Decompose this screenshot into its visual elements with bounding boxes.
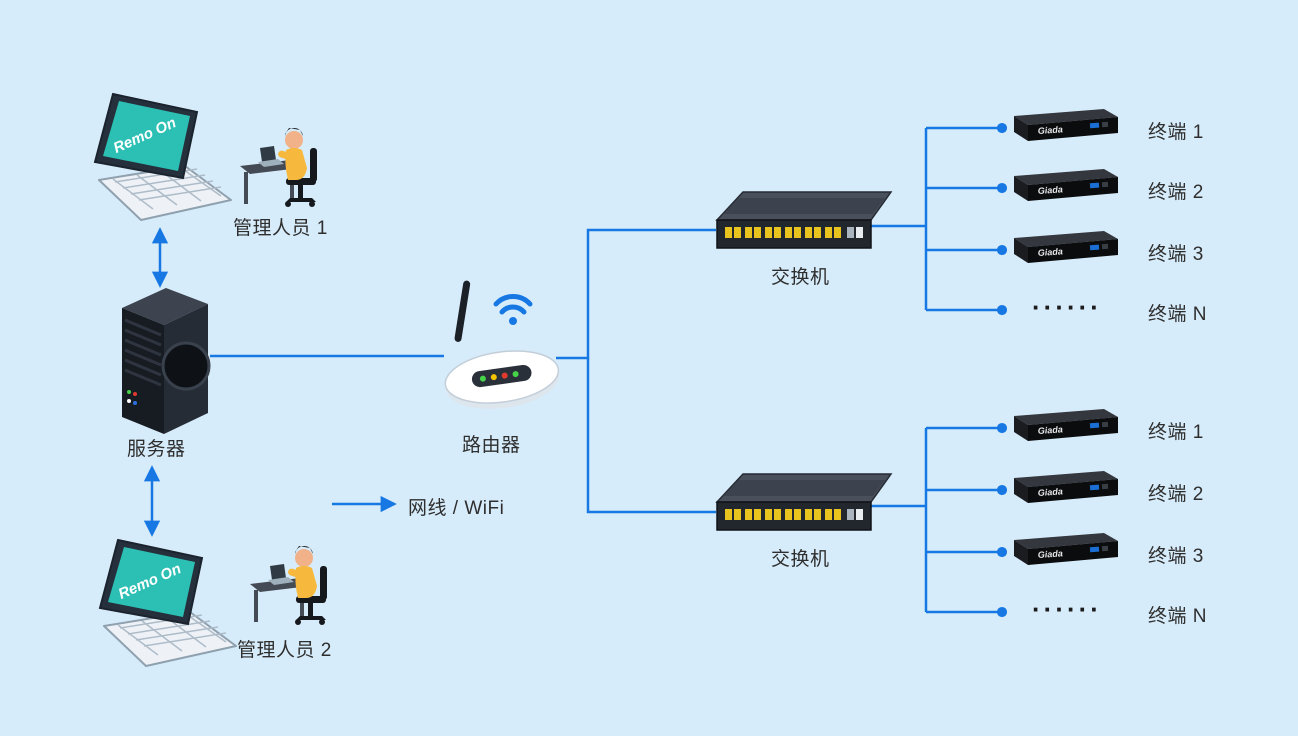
link-router-switch1	[556, 228, 716, 360]
label-terminal: 终端 1	[1148, 122, 1204, 143]
label-legend: 网线 / WiFi	[408, 498, 505, 519]
terminal-device-icon: Giada	[1002, 530, 1122, 570]
label-admin1: 管理人员 1	[233, 218, 328, 239]
router-icon	[440, 278, 575, 428]
label-router: 路由器	[462, 435, 521, 456]
label-switch1: 交换机	[771, 267, 830, 288]
label-server: 服务器	[127, 439, 186, 460]
switch1-icon	[715, 188, 895, 260]
terminal-device-icon: Giada	[1002, 228, 1122, 268]
laptop-admin2-icon: Remo On	[90, 528, 240, 676]
label-terminal-n: 终端 N	[1148, 304, 1208, 325]
terminal-brand-text: Giada	[1037, 548, 1063, 560]
label-terminal: 终端 2	[1148, 484, 1204, 505]
person-admin1-icon	[238, 122, 333, 214]
terminal-brand-text: Giada	[1037, 124, 1063, 136]
label-terminal: 终端 3	[1148, 546, 1204, 567]
terminal-brand-text: Giada	[1037, 486, 1063, 498]
label-terminal: 终端 2	[1148, 182, 1204, 203]
terminal-device-icon: Giada	[1002, 468, 1122, 508]
switch2-icon	[715, 470, 895, 542]
terminal-device-icon: Giada	[1002, 106, 1122, 146]
terminal-ellipsis: ······	[1032, 292, 1102, 322]
terminal-ellipsis: ······	[1032, 594, 1102, 624]
laptop-admin1-icon: Remo On	[85, 82, 235, 230]
terminal-brand-text: Giada	[1037, 424, 1063, 436]
terminal-brand-text: Giada	[1037, 246, 1063, 258]
terminal-device-icon: Giada	[1002, 406, 1122, 446]
person-admin2-icon	[248, 540, 343, 632]
label-terminal-n: 终端 N	[1148, 606, 1208, 627]
label-admin2: 管理人员 2	[237, 640, 332, 661]
label-terminal: 终端 3	[1148, 244, 1204, 265]
wifi-signal-icon	[493, 294, 533, 315]
server-icon	[108, 282, 213, 440]
terminal-brand-text: Giada	[1037, 184, 1063, 196]
label-terminal: 终端 1	[1148, 422, 1204, 443]
link-router-switch2	[586, 358, 716, 514]
terminal-device-icon: Giada	[1002, 166, 1122, 206]
label-switch2: 交换机	[771, 549, 830, 570]
